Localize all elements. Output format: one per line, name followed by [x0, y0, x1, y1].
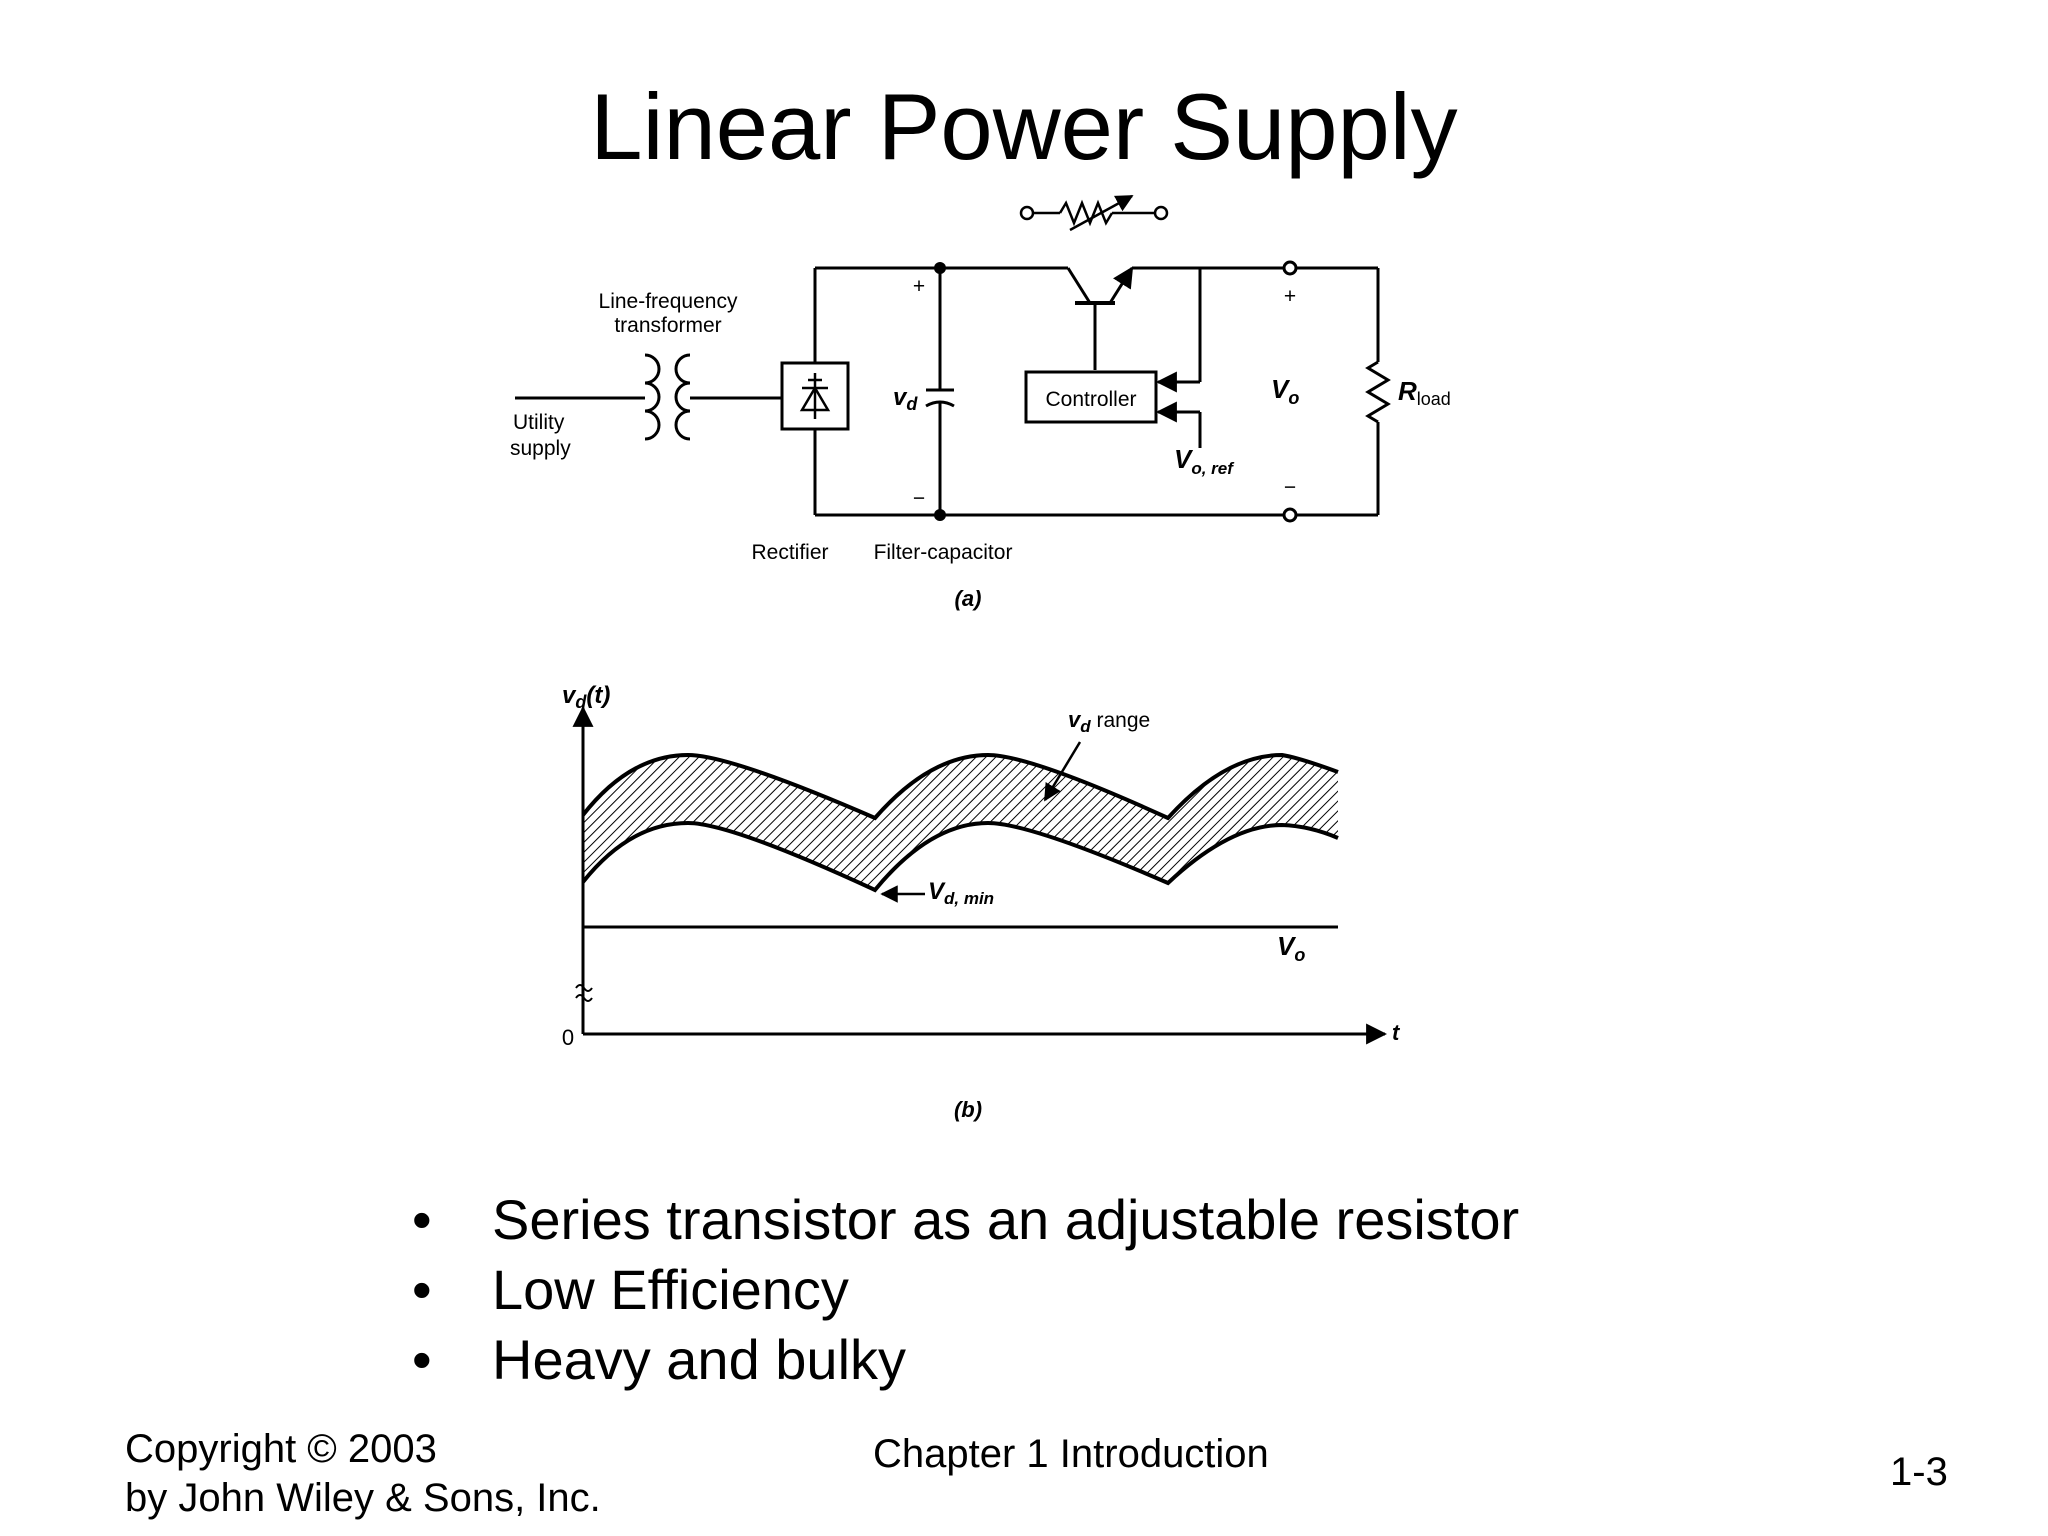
- controller-box: [1024, 370, 1158, 424]
- vdmin-label: Vd, min: [928, 878, 994, 908]
- load-resistor-icon: [1365, 360, 1391, 424]
- rload-label: Rload: [1398, 376, 1451, 409]
- bullet-item: • Low Efficiency: [400, 1255, 1519, 1325]
- vo-waveform-label: Vo: [1277, 931, 1305, 965]
- vd-minus-sign: −: [913, 487, 925, 510]
- axis-break-icon: [575, 984, 593, 1002]
- caption-a: (a): [955, 586, 982, 611]
- transformer-label: transformer: [614, 314, 721, 337]
- range-pointer: [1043, 741, 1082, 802]
- copyright-line: by John Wiley & Sons, Inc.: [125, 1476, 601, 1520]
- vd-range-label: vd range: [1068, 707, 1150, 736]
- vd-lower-envelope: [581, 820, 1339, 893]
- zero-label: 0: [562, 1025, 574, 1050]
- chapter-label: Chapter 1 Introduction: [873, 1432, 1269, 1476]
- bullet-text: Series transistor as an adjustable resis…: [492, 1188, 1520, 1251]
- bullet-text: Low Efficiency: [492, 1258, 849, 1321]
- vo-minus-sign: −: [1284, 476, 1296, 499]
- transformer-secondary: [674, 353, 691, 441]
- vd-range-band: [583, 755, 1338, 890]
- diode-icon: [799, 373, 831, 419]
- page-number: 1-3: [1890, 1450, 1948, 1494]
- utility-label: supply: [510, 437, 571, 460]
- output-terminal-bottom: [1282, 507, 1298, 523]
- vd-upper-envelope: [581, 752, 1339, 821]
- transformer-primary: [644, 353, 661, 441]
- vd-label: vd: [893, 384, 918, 414]
- y-axis-label: vd(t): [562, 682, 610, 712]
- voref-label: Vo, ref: [1174, 444, 1235, 478]
- bullet-dot-icon: •: [412, 1328, 432, 1391]
- variable-resistor-icon: [1019, 194, 1169, 232]
- vo-label: Vo: [1271, 374, 1299, 408]
- bullet-item: • Heavy and bulky: [400, 1325, 1519, 1395]
- output-terminal-top: [1282, 260, 1298, 276]
- waveform-plot: [572, 705, 1388, 1045]
- caption-b: (b): [954, 1097, 982, 1122]
- copyright-notice: Copyright © 2003 by John Wiley & Sons, I…: [125, 1425, 601, 1523]
- junction-dot: [934, 509, 946, 521]
- vd-plus-sign: +: [913, 275, 925, 298]
- junction-dot: [934, 262, 946, 274]
- x-axis-label: t: [1392, 1020, 1401, 1045]
- circuit-diagram: [515, 194, 1391, 523]
- utility-label: Utility: [513, 411, 565, 434]
- bullet-item: • Series transistor as an adjustable resi…: [400, 1185, 1519, 1255]
- slide-title: Linear Power Supply: [590, 74, 1458, 179]
- bullet-dot-icon: •: [412, 1188, 432, 1251]
- series-transistor: [1066, 266, 1134, 370]
- vo-plus-sign: +: [1284, 285, 1296, 308]
- bullet-dot-icon: •: [412, 1258, 432, 1321]
- bullet-list: • Series transistor as an adjustable resi…: [400, 1185, 1519, 1395]
- controller-label: Controller: [1045, 388, 1136, 411]
- copyright-line: Copyright © 2003: [125, 1427, 437, 1471]
- transformer-label: Line-frequency: [599, 290, 738, 313]
- rectifier-label: Rectifier: [751, 541, 828, 564]
- filter-capacitor-label: Filter-capacitor: [874, 541, 1013, 564]
- bullet-text: Heavy and bulky: [492, 1328, 907, 1391]
